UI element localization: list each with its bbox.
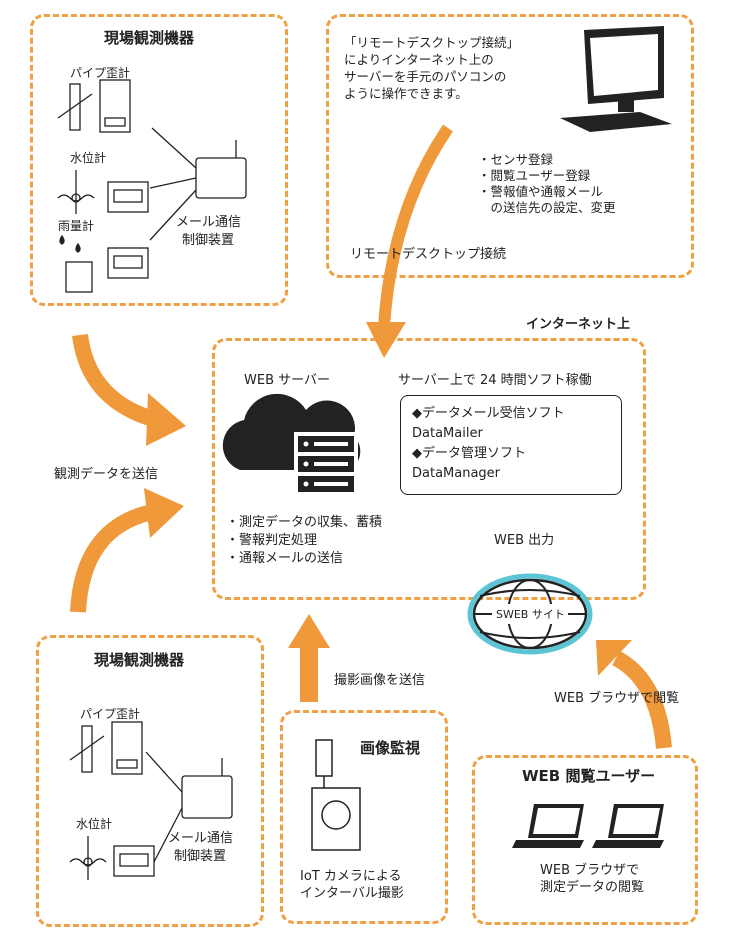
water-gauge-icon-bottom: [69, 836, 155, 880]
send-data-label: 観測データを送信: [54, 467, 159, 482]
internet-label: インターネット上: [526, 317, 631, 332]
users-caption: WEB ブラウザで 測定データの閲覧: [540, 863, 645, 895]
field-top-title: 現場観測機器: [104, 29, 195, 47]
data-arrow-bottom-head: [144, 488, 184, 538]
globe-icon: [467, 573, 593, 655]
laptop-icon-2: [592, 804, 664, 848]
image-arrow: [300, 644, 318, 702]
rain-gauge-label-top: 雨量計: [58, 219, 95, 233]
web-site-label: SWEB サイト: [496, 608, 565, 621]
laptop-icon-1: [512, 804, 584, 848]
camera-title: 画像監視: [360, 739, 421, 757]
field-bottom-title: 現場観測機器: [94, 651, 185, 669]
controller-label-bottom-1: メール通信: [168, 831, 234, 846]
pipe-gauge-label-top: パイプ歪計: [70, 66, 131, 80]
pipe-gauge-icon-top: [57, 79, 131, 133]
field-devices-top-box: [30, 14, 288, 306]
remote-description: 「リモートデスクトップ接続」 によりインターネット上の サーバーを手元のパソコン…: [344, 35, 520, 101]
send-image-label: 撮影画像を送信: [334, 673, 426, 688]
uptime-label: サーバー上で 24 時間ソフト稼働: [398, 373, 592, 388]
browse-label: WEB ブラウザで閲覧: [554, 691, 680, 706]
water-gauge-label-bottom: 水位計: [76, 817, 113, 831]
controller-label-top-2: 制御装置: [182, 233, 235, 248]
data-arrow-top: [72, 333, 153, 426]
data-arrow-top-head: [146, 393, 186, 446]
web-server-label: WEB サーバー: [244, 373, 330, 388]
pipe-gauge-label-bottom: パイプ歪計: [80, 707, 141, 721]
controller-icon-bottom: [145, 751, 233, 863]
remote-footer-label: リモートデスクトップ接続: [350, 247, 507, 262]
water-gauge-icon-top: [57, 170, 149, 214]
controller-icon-top: [149, 127, 247, 241]
browse-arrow: [611, 650, 672, 749]
users-box: [472, 755, 698, 925]
camera-caption: IoT カメラによる インターバル撮影: [300, 869, 404, 901]
camera-box: [280, 710, 448, 924]
pipe-gauge-icon-bottom: [69, 721, 143, 775]
server-functions: ・測定データの収集、蓄積 ・警報判定処理 ・通報メールの送信: [226, 515, 383, 566]
field-devices-bottom-box: [36, 635, 264, 927]
image-arrow-head: [288, 614, 330, 648]
rain-gauge-icon-top: [59, 234, 149, 293]
cloud-server-icon: [222, 393, 361, 494]
iot-camera-icon: [311, 739, 361, 851]
desktop-pc-icon: [560, 26, 672, 132]
remote-bullets: ・センサ登録 ・閲覧ユーザー登録 ・警報値や通報メール の送信先の設定、変更: [478, 152, 616, 215]
remote-arrow-head: [366, 322, 406, 358]
software-box: [400, 395, 622, 495]
users-title: WEB 閲覧ユーザー: [522, 767, 656, 785]
remote-arrow: [378, 124, 453, 327]
remote-desktop-box: [326, 14, 694, 278]
water-gauge-label-top: 水位計: [70, 151, 107, 165]
data-arrow-bottom: [70, 505, 151, 613]
web-output-label: WEB 出力: [494, 533, 555, 548]
internet-box: [212, 338, 646, 600]
controller-label-top-1: メール通信: [176, 215, 242, 230]
software-list: ◆データメール受信ソフト DataMailer ◆データ管理ソフト DataMa…: [412, 406, 565, 481]
browse-arrow-head: [596, 640, 632, 676]
controller-label-bottom-2: 制御装置: [174, 849, 227, 864]
